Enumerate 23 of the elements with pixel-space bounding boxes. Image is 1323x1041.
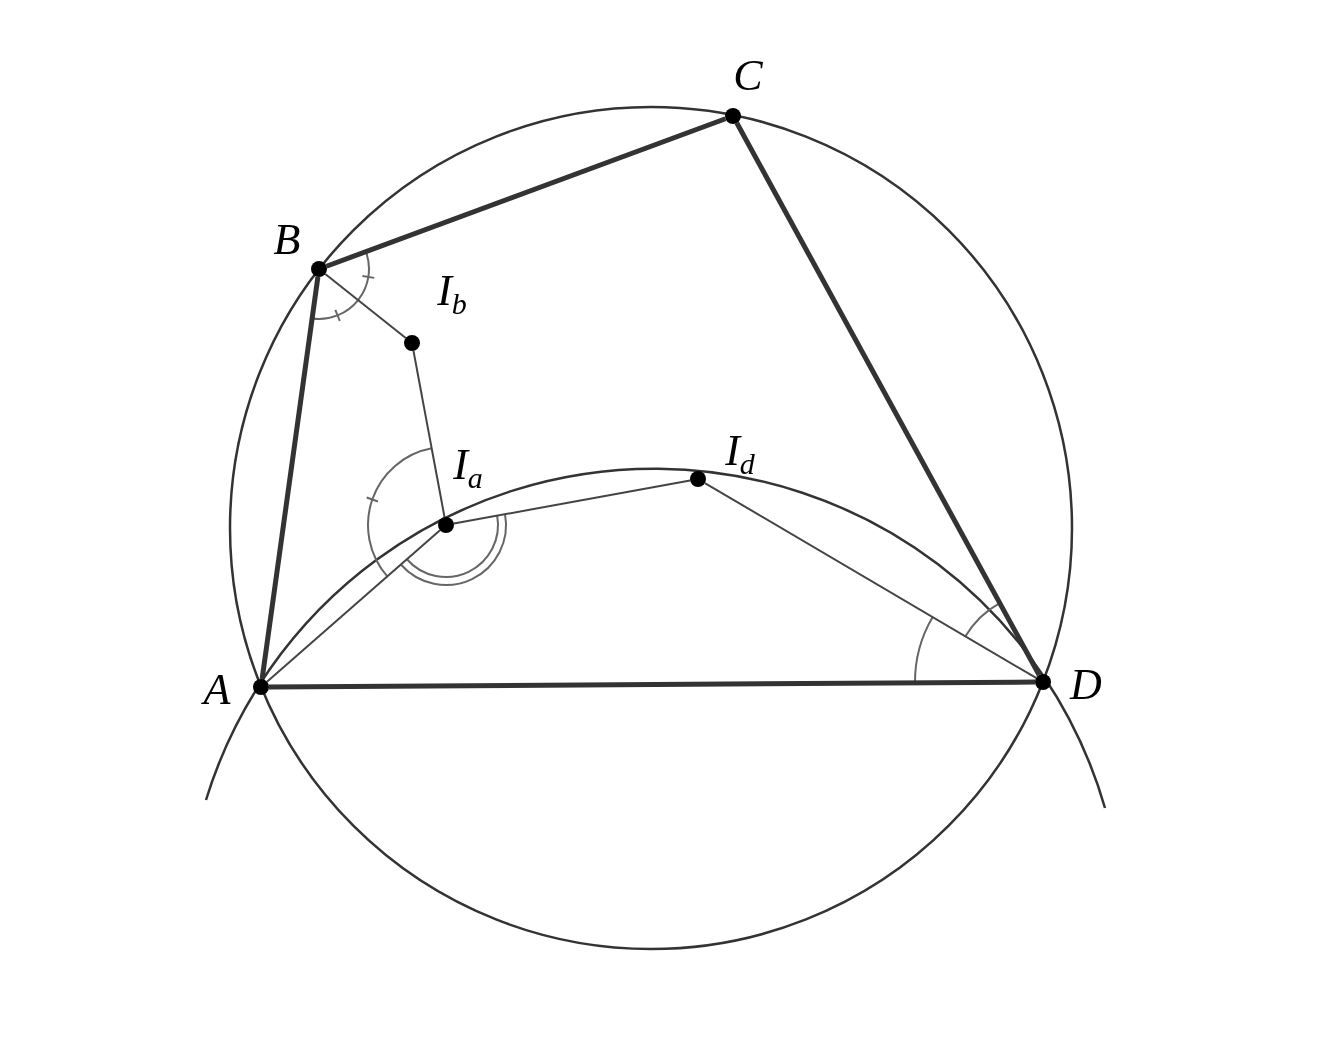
point-label: I$_{a}$ [453, 442, 483, 494]
point-label: B [273, 218, 301, 262]
point-dot [690, 471, 706, 487]
line-segment [266, 529, 441, 683]
point-dot [438, 517, 454, 533]
point-dot [404, 335, 420, 351]
point-label: I$_{b}$ [437, 268, 467, 320]
line-segment [703, 482, 1038, 679]
point-dot [253, 679, 269, 695]
line-segment [325, 116, 727, 269]
point-dot [725, 108, 741, 124]
point-label: I$_{d}$ [725, 428, 755, 480]
line-segment [412, 349, 446, 519]
line-segment [452, 479, 692, 525]
point-label: D [1070, 663, 1102, 707]
line-segment [734, 121, 1042, 677]
point-label: C [733, 54, 763, 98]
line-segment [324, 273, 407, 339]
point-label: A [203, 668, 231, 712]
line-segment [259, 276, 321, 680]
line-segment [269, 679, 1035, 690]
point-dot [1035, 674, 1051, 690]
point-dot [311, 261, 327, 277]
